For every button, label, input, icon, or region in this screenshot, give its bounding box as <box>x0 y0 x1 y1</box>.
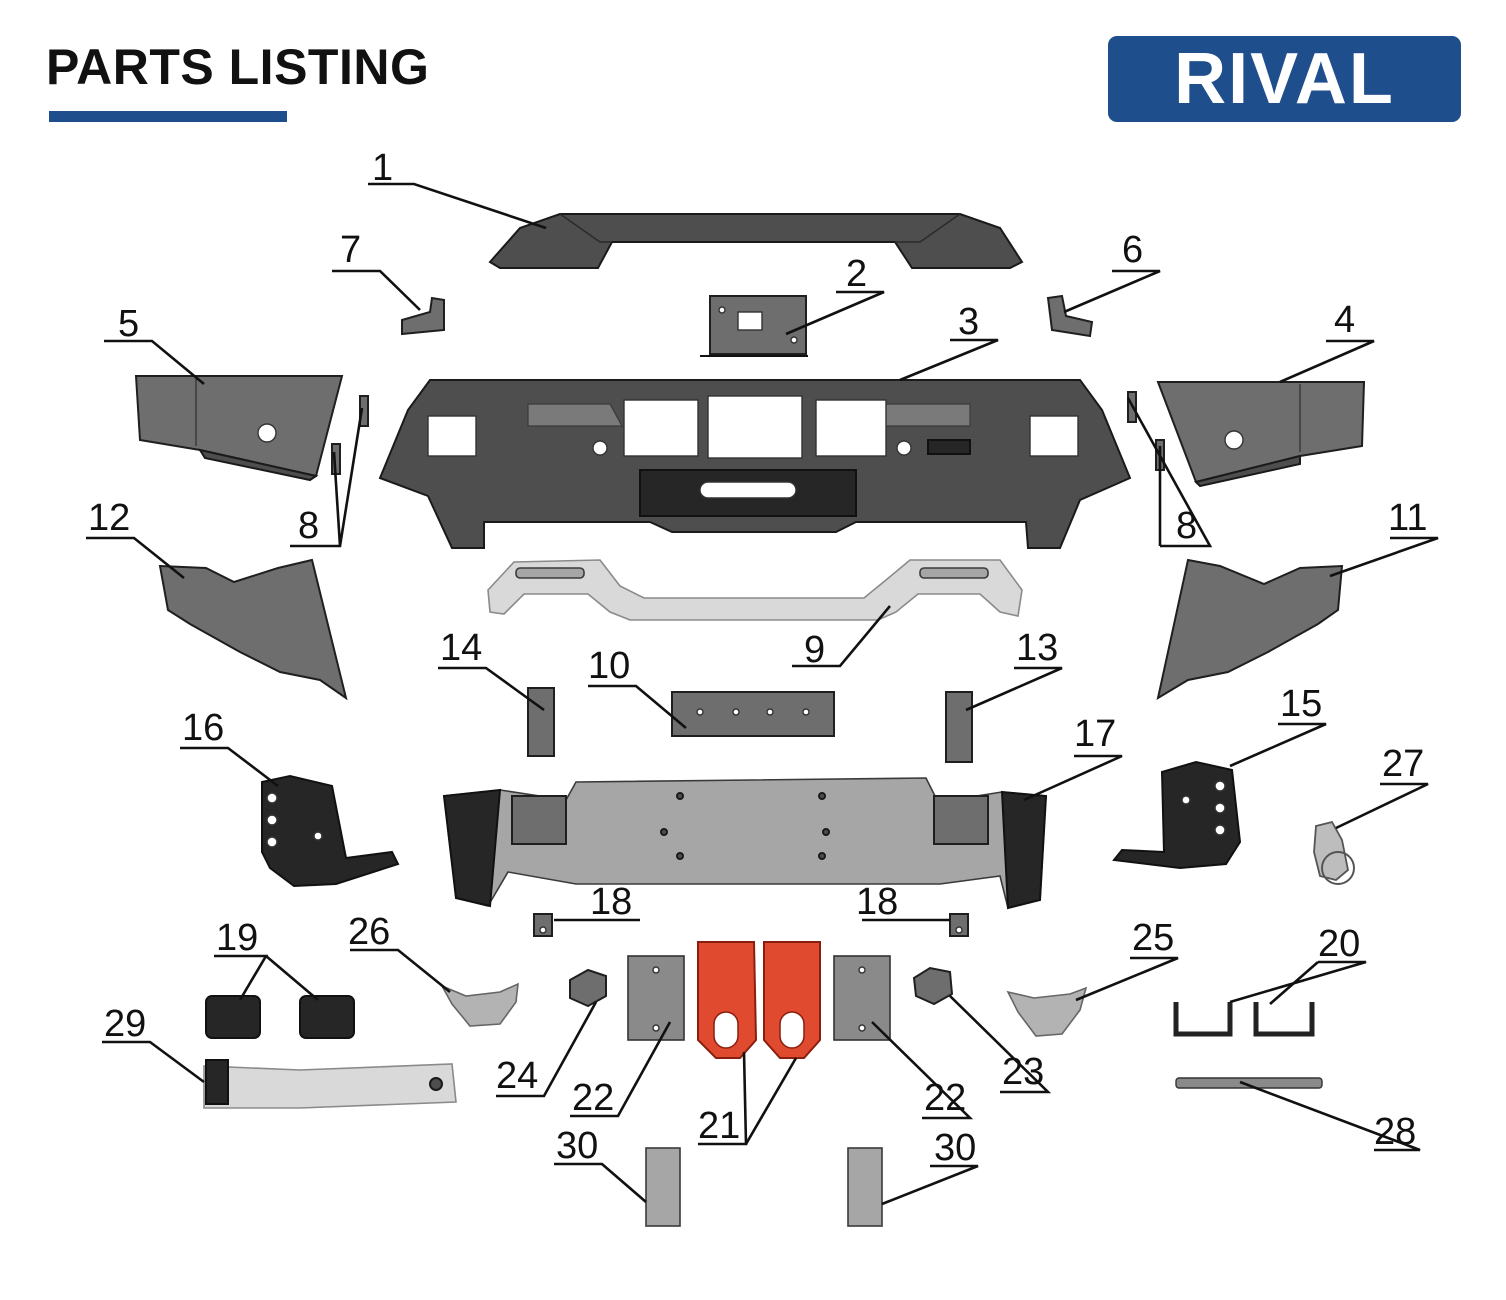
callout-15: 15 <box>1280 683 1322 725</box>
callout-28: 28 <box>1374 1111 1416 1153</box>
title-underline <box>49 111 287 122</box>
callout-7: 7 <box>340 229 361 271</box>
part-18-nut-left <box>533 913 553 937</box>
callout-22-left: 22 <box>572 1077 614 1119</box>
part-17-main-frame <box>442 777 1048 910</box>
part-2-winch-plate <box>700 295 808 357</box>
callout-18-right: 18 <box>856 881 898 923</box>
callout-22-right: 22 <box>924 1077 966 1119</box>
part-7-bracket <box>401 296 445 336</box>
part-4-right-wing <box>1156 381 1366 488</box>
callout-20: 20 <box>1318 923 1360 965</box>
callout-14: 14 <box>440 627 482 669</box>
callout-29: 29 <box>104 1003 146 1045</box>
callout-13: 13 <box>1016 627 1058 669</box>
callout-23: 23 <box>1002 1051 1044 1093</box>
part-12-left-side-skid <box>158 558 348 701</box>
part-13-plate <box>945 691 973 763</box>
part-22-plate-left <box>627 955 685 1041</box>
callout-27: 27 <box>1382 743 1424 785</box>
part-29-long-bar <box>203 1059 457 1109</box>
part-14-plate <box>527 687 555 757</box>
part-28-flat-bar <box>1175 1077 1323 1089</box>
callout-17: 17 <box>1074 713 1116 755</box>
callout-leaders: 1 7 6 2 3 5 4 8 8 12 11 9 14 10 13 15 16… <box>86 147 1439 1206</box>
callout-8-left: 8 <box>298 505 319 547</box>
part-10-license-bracket <box>671 691 835 737</box>
callout-18-left: 18 <box>590 881 632 923</box>
callout-21: 21 <box>698 1105 740 1147</box>
part-24-block <box>569 968 607 1008</box>
part-18-nut-right <box>949 913 969 937</box>
part-11-right-side-skid <box>1156 558 1344 701</box>
brand-logo <box>1108 36 1461 122</box>
callout-16: 16 <box>182 707 224 749</box>
red-recovery-point <box>763 941 821 1059</box>
part-27-hook-bracket <box>1313 820 1355 885</box>
part-1-top-bar <box>488 213 1024 269</box>
part-3-main-bumper <box>378 379 1132 549</box>
part-30-plate-left <box>645 1147 681 1227</box>
brand-logo-text: RIVAL <box>1174 39 1395 119</box>
page-title: PARTS LISTING <box>46 39 430 95</box>
callout-11: 11 <box>1388 497 1427 539</box>
part-26-bracket <box>440 982 519 1027</box>
callout-5: 5 <box>118 303 139 345</box>
callout-24: 24 <box>496 1055 538 1097</box>
callout-30-left: 30 <box>556 1125 598 1167</box>
part-23-block <box>912 966 954 1006</box>
callout-25: 25 <box>1132 917 1174 959</box>
callout-19: 19 <box>216 917 258 959</box>
callout-10: 10 <box>588 645 630 687</box>
callout-6: 6 <box>1122 229 1143 271</box>
callout-9: 9 <box>804 629 825 671</box>
part-9-lower-frame <box>487 559 1023 621</box>
callout-30-right: 30 <box>934 1127 976 1169</box>
part-8-bolts-left <box>331 395 369 475</box>
part-15-right-bracket <box>1112 760 1242 870</box>
red-recovery-point <box>697 941 758 1059</box>
part-21-recovery-points <box>697 941 821 1059</box>
part-30-plate-right <box>847 1147 883 1227</box>
callout-12: 12 <box>88 497 130 539</box>
part-16-left-bracket <box>261 774 400 888</box>
part-22-plate-right <box>833 955 891 1041</box>
part-19-lights <box>205 995 355 1039</box>
part-20-clips <box>1173 1002 1315 1037</box>
part-25-bracket <box>1006 986 1088 1037</box>
callout-3: 3 <box>958 301 979 343</box>
callout-26: 26 <box>348 911 390 953</box>
callout-2: 2 <box>846 253 867 295</box>
part-6-bracket <box>1046 294 1094 338</box>
callout-1: 1 <box>372 147 393 189</box>
callout-4: 4 <box>1334 299 1355 341</box>
part-5-left-wing <box>134 375 344 482</box>
callout-8-right: 8 <box>1176 505 1197 547</box>
